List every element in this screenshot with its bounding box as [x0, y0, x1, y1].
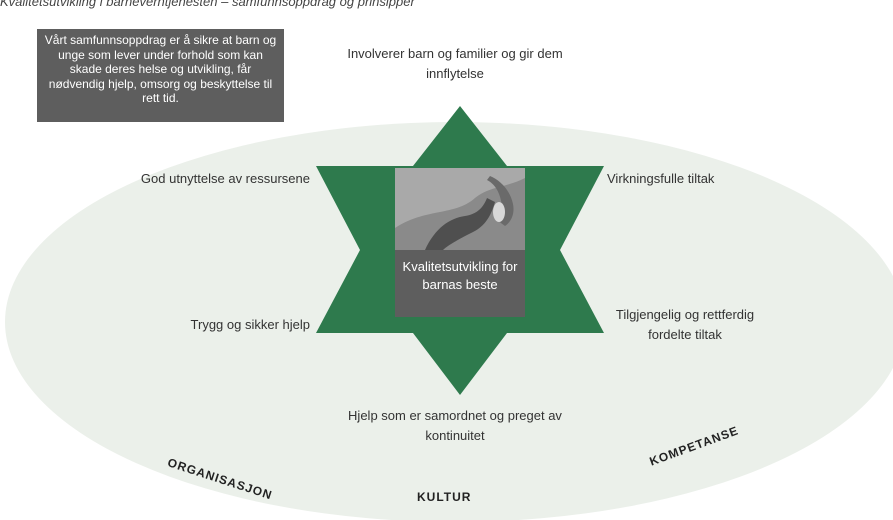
- center-title: Kvalitetsutvikling for barnas beste: [402, 259, 518, 292]
- principle-resources: God utnyttelse av ressursene: [140, 171, 310, 186]
- principle-safe-help: Trygg og sikker hjelp: [190, 317, 310, 332]
- mission-statement-box: Vårt samfunnsoppdrag er å sikre at barn …: [37, 29, 284, 122]
- foundation-kultur: KULTUR: [417, 490, 472, 504]
- center-photo: [395, 168, 525, 250]
- center-box: Kvalitetsutvikling for barnas beste: [395, 250, 525, 317]
- principle-coordinated-help: Hjelp som er samordnet og preget av kont…: [348, 408, 562, 443]
- hands-photo-icon: [395, 168, 525, 250]
- principle-accessible-measures: Tilgjengelig og rettferdig fordelte tilt…: [615, 307, 755, 342]
- principle-effective-measures: Virkningsfulle tiltak: [607, 171, 715, 186]
- principle-involvement: Involverer barn og familier og gir dem i…: [347, 46, 563, 81]
- page-caption: Kvalitetsutvikling i barneverntjenesten …: [0, 0, 415, 9]
